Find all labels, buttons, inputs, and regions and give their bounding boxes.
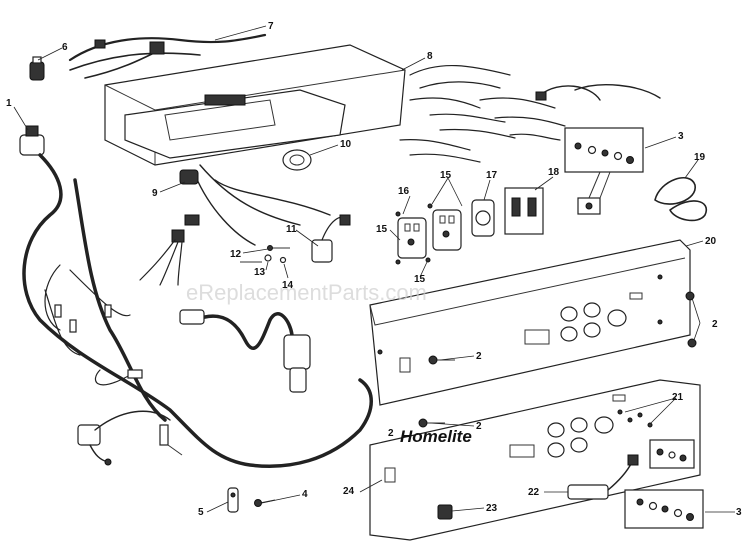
- part-18-breaker: [504, 187, 544, 235]
- part-6-switch: [29, 56, 45, 81]
- callout-5: 5: [198, 507, 204, 518]
- callout-22: 22: [528, 487, 540, 498]
- callout-20: 20: [705, 236, 717, 247]
- top-harness: [68, 33, 267, 79]
- part-4-5-clamp: [227, 487, 276, 513]
- brand-logo: Homelite: [400, 427, 472, 446]
- part-17-twistlock: [471, 199, 495, 237]
- part-21-screws: [617, 409, 653, 428]
- callout-2b: 2: [712, 319, 718, 330]
- left-subharness: [44, 264, 143, 386]
- part-19-loops: [654, 176, 708, 222]
- callout-21: 21: [672, 392, 684, 403]
- watermark: eReplacementParts.com: [186, 280, 427, 305]
- callout-2d: 2: [388, 428, 394, 439]
- callout-3b: 3: [736, 507, 742, 518]
- callout-labels: 1 2 2 2 2 3 3 4 5 6 7 8 9 10 11 12 13 14…: [6, 21, 742, 518]
- part-23-switch: [437, 504, 453, 520]
- callout-3a: 3: [678, 131, 684, 142]
- callout-19: 19: [694, 152, 706, 163]
- callout-12: 12: [230, 249, 242, 260]
- callout-15a: 15: [376, 224, 388, 235]
- bolts-part-2: [418, 291, 697, 428]
- wire-leads: [399, 64, 661, 163]
- part-10-grommet: [282, 149, 312, 171]
- leader-lines: [13, 25, 735, 513]
- callout-15b: 15: [440, 170, 452, 181]
- part-22-meter: [567, 454, 639, 500]
- bottom-left-connector: [77, 410, 183, 466]
- callout-18: 18: [548, 167, 560, 178]
- part-11-component: [311, 214, 351, 263]
- callout-14: 14: [282, 280, 294, 291]
- callout-4: 4: [302, 489, 308, 500]
- callout-15c: 15: [414, 274, 426, 285]
- part-24-front-plate: Homelite: [369, 379, 701, 541]
- callout-24: 24: [343, 486, 355, 497]
- screws-12-13-14: [240, 245, 290, 264]
- callout-13: 13: [254, 267, 266, 278]
- callout-1: 1: [6, 98, 12, 109]
- part-1-plug-cable: [19, 125, 373, 468]
- callout-23: 23: [486, 503, 498, 514]
- callout-16: 16: [398, 186, 410, 197]
- center-wiring: [139, 164, 331, 286]
- part-20-panel: [369, 239, 691, 406]
- part-3-hardware-bottom: [624, 439, 704, 529]
- callout-9: 9: [152, 188, 158, 199]
- outlet-cord: [179, 309, 311, 393]
- harness-box: [104, 44, 406, 166]
- callout-2c: 2: [476, 421, 482, 432]
- callout-17: 17: [486, 170, 498, 181]
- callout-11: 11: [286, 224, 297, 235]
- callout-7: 7: [268, 21, 274, 32]
- callout-8: 8: [427, 51, 433, 62]
- outlet-receptacles: [395, 203, 462, 265]
- part-3-hardware-top: [564, 127, 644, 215]
- callout-10: 10: [340, 139, 352, 150]
- callout-2a: 2: [476, 351, 482, 362]
- callout-6: 6: [62, 42, 68, 53]
